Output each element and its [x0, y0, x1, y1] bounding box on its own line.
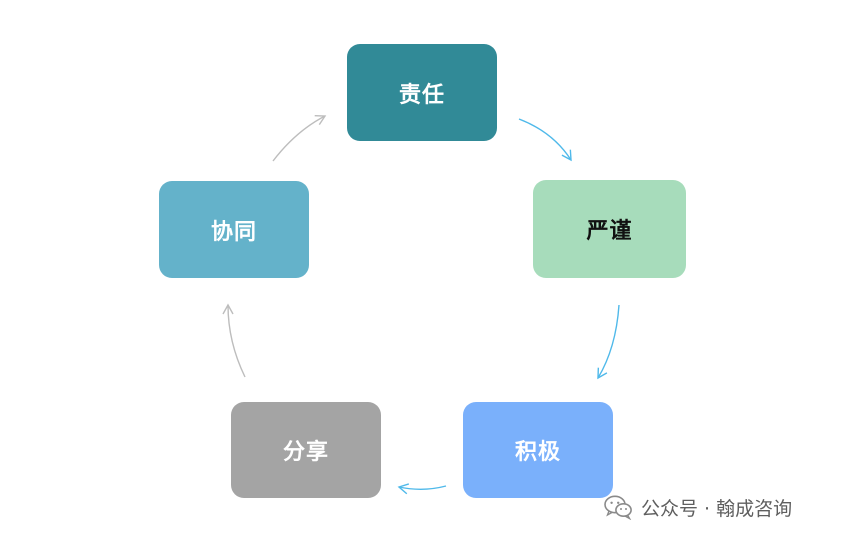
watermark-text: 公众号 · 翰成咨询: [641, 497, 793, 520]
arrow-share-to-collaborate: [222, 303, 246, 378]
arrow-responsibility-to-rigor: [518, 118, 572, 162]
arrow-positive-to-share: [397, 483, 447, 495]
node-positive: 积极: [463, 402, 613, 498]
node-share: 分享: [231, 402, 381, 498]
node-responsibility: 责任: [347, 44, 497, 141]
arrow-collaborate-to-responsibility: [272, 114, 327, 162]
node-collaborate: 协同: [159, 181, 309, 278]
arrow-rigor-to-positive: [597, 304, 620, 380]
wechat-icon: [604, 495, 632, 520]
node-rigor: 严谨: [533, 180, 686, 278]
watermark: 公众号 · 翰成咨询: [603, 494, 792, 520]
